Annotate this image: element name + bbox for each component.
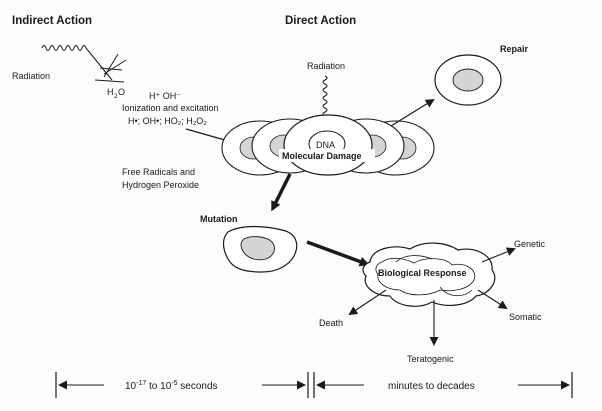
biological-response-label: Biological Response	[378, 268, 467, 278]
direct-action-header: Direct Action	[285, 15, 356, 27]
mutated-cell-nucleus	[240, 236, 275, 261]
damage-to-mutation-arrow	[271, 173, 292, 212]
indirect-radiation-wave-icon	[41, 45, 127, 83]
biological-response-cluster	[362, 242, 496, 307]
somatic-label: Somatic	[509, 312, 542, 322]
response-to-death-arrow	[348, 289, 387, 316]
response-to-somatic-arrow	[477, 289, 508, 310]
response-to-genetic-arrow	[481, 247, 516, 263]
death-label: Death	[319, 318, 343, 328]
timeline-seconds-label: 10-17 to 10-5 seconds	[125, 380, 218, 392]
dna-label: DNA	[316, 140, 335, 150]
indirect-radiation-label: Radiation	[12, 71, 50, 81]
water-label-subscript: 2	[114, 93, 118, 100]
timeline-bar	[55, 372, 573, 398]
ionization-label: Ionization and excitation	[122, 103, 219, 113]
timeline-decades-label: minutes to decades	[388, 381, 475, 392]
direct-radiation-label: Radiation	[307, 61, 345, 71]
free-radicals-label-line1: Free Radicals and	[122, 167, 195, 177]
ions-label: H⁺ OH⁻	[149, 91, 181, 101]
genetic-label: Genetic	[514, 239, 546, 249]
mutation-to-response-arrow	[306, 240, 370, 267]
indirect-action-header: Indirect Action	[12, 15, 92, 27]
water-label-h: H	[107, 87, 114, 97]
direct-radiation-wave-icon	[321, 75, 329, 130]
radicals-line-label: H•; OH•; HO₂; H₂O₂	[128, 116, 207, 126]
molecular-damage-label: Molecular Damage	[282, 151, 362, 161]
damaged-cell-stack	[221, 114, 435, 176]
repair-label: Repair	[500, 44, 529, 54]
damage-to-repair-arrow	[390, 98, 435, 127]
mutation-label: Mutation	[200, 214, 238, 224]
teratogenic-label: Teratogenic	[407, 354, 454, 364]
repaired-cell-nucleus	[452, 68, 484, 92]
free-radicals-label-line2: Hydrogen Peroxide	[122, 180, 199, 190]
water-label-o: O	[118, 87, 125, 97]
